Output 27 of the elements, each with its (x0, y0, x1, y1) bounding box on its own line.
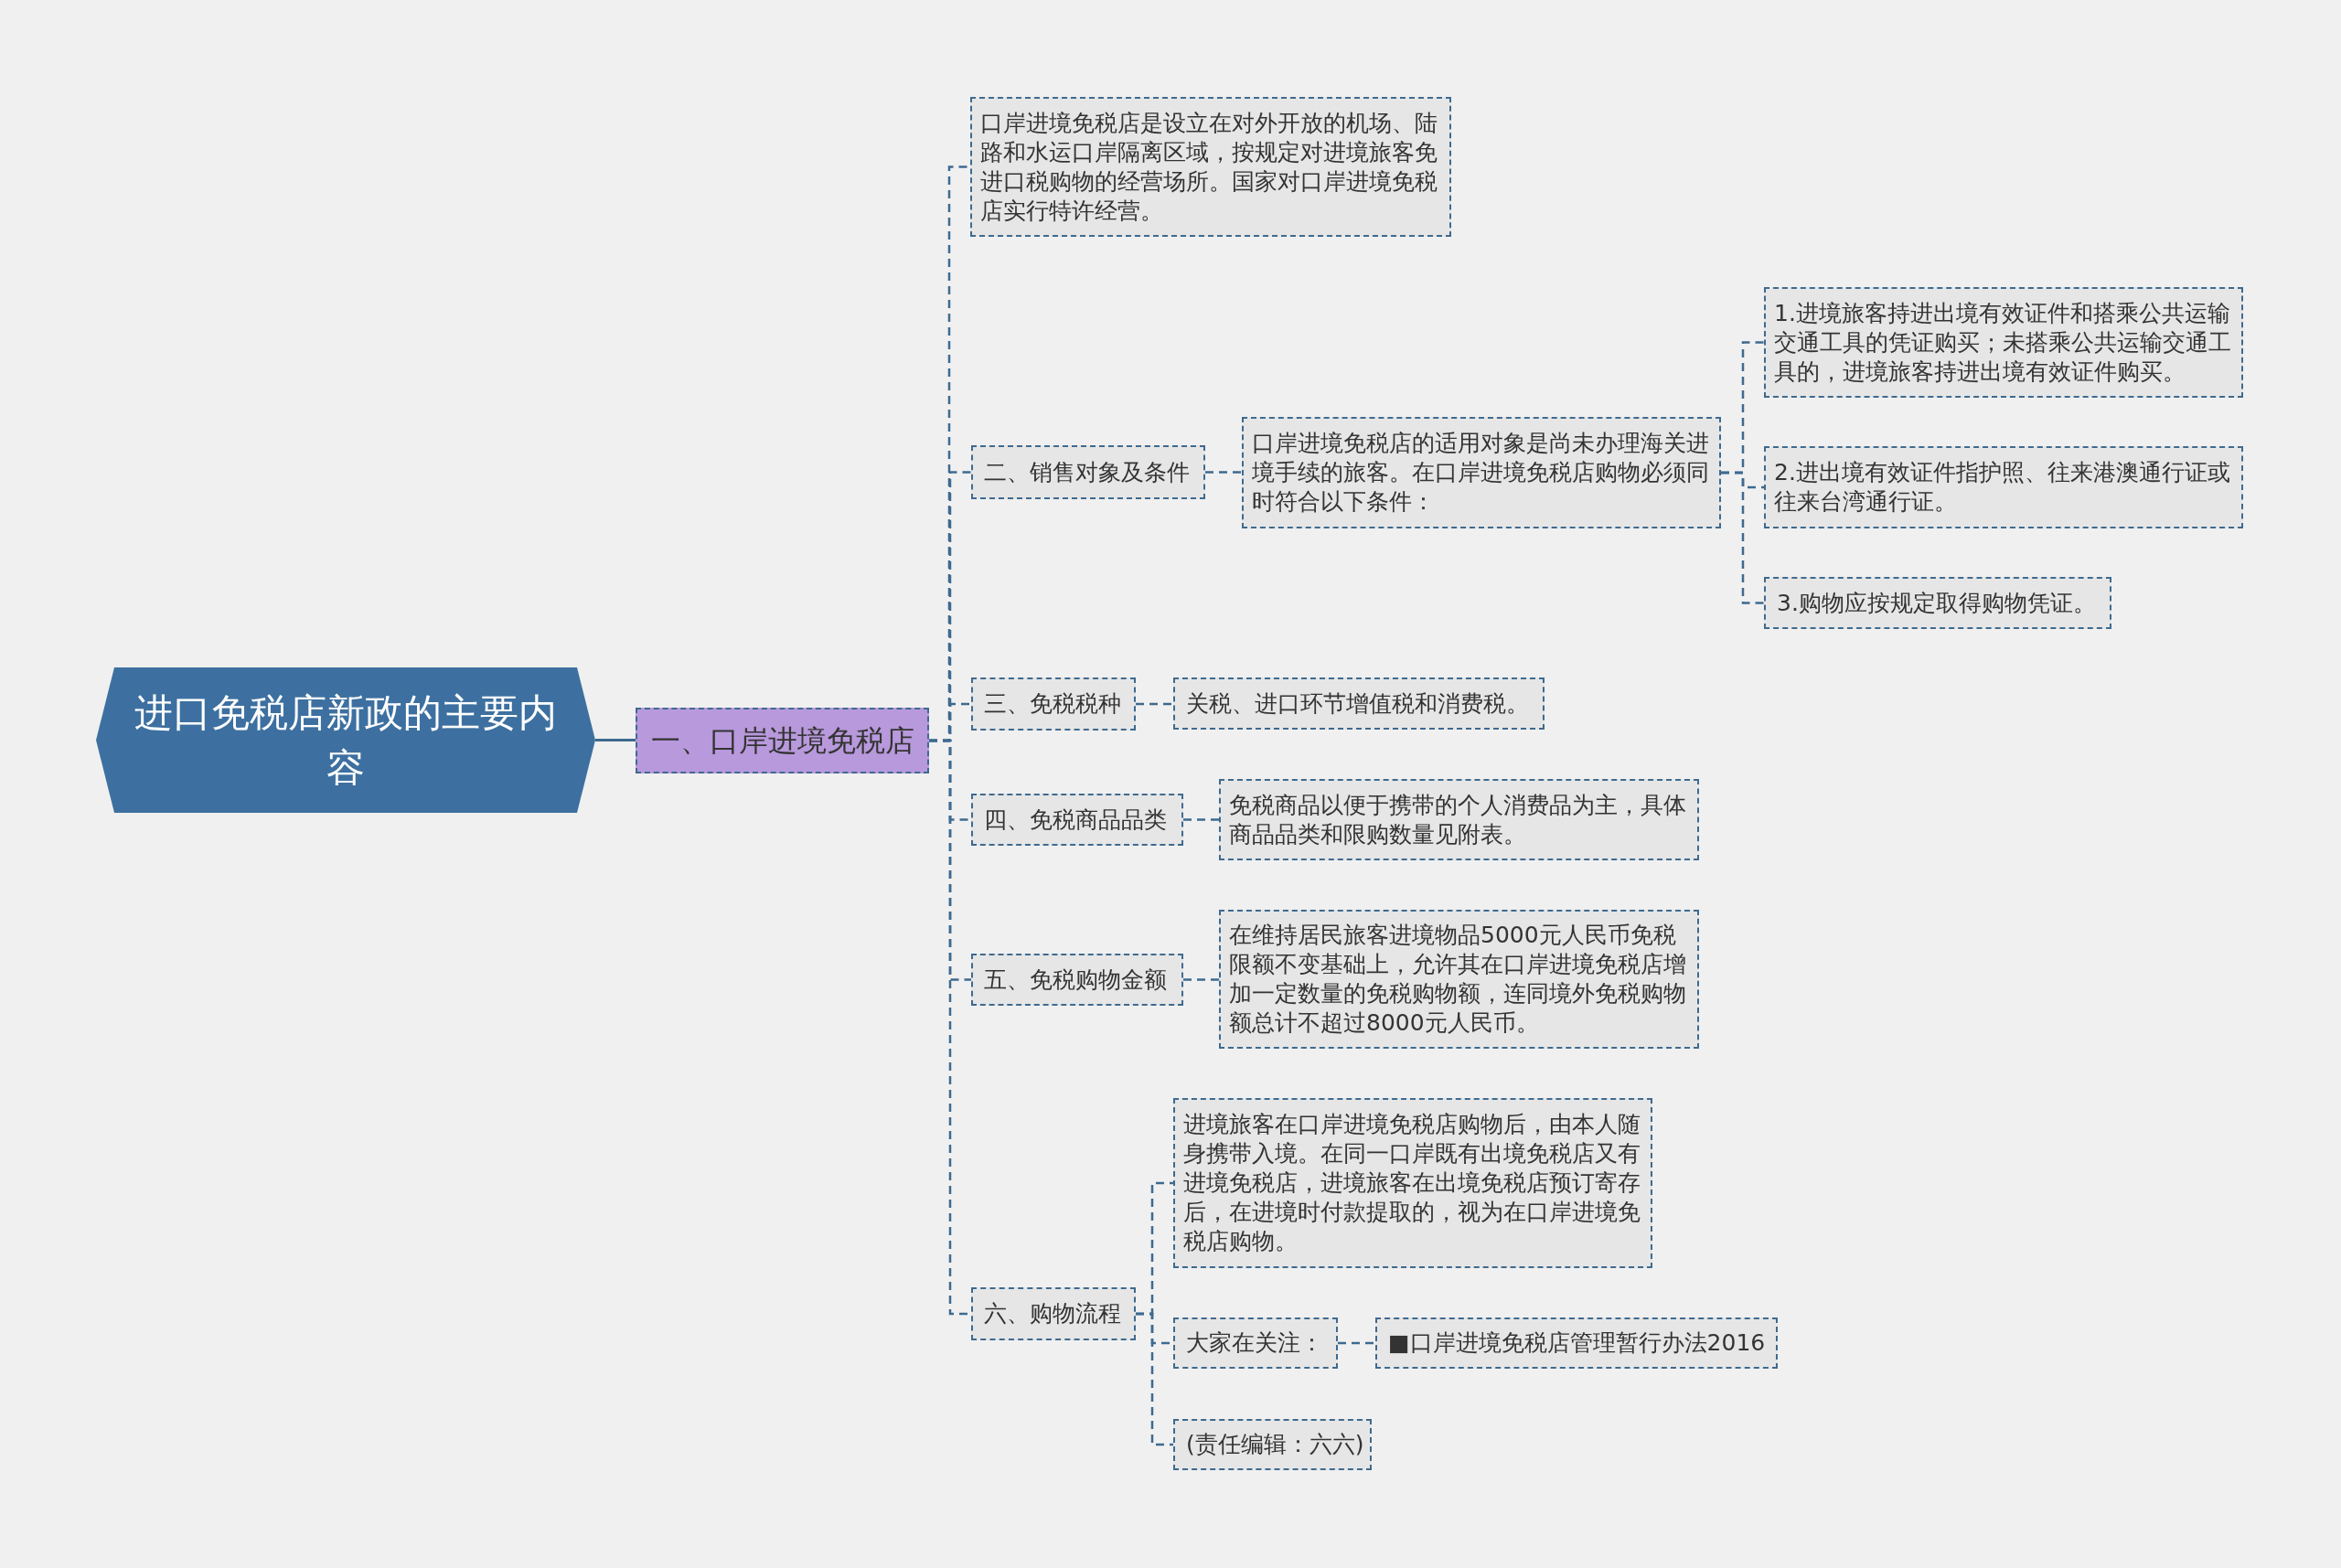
topic-box: 大家在关注： (1173, 1317, 1338, 1369)
text-box: 在维持居民旅客进境物品5000元人民币免税限额不变基础上，允许其在口岸进境免税店增加一定数量的免税购物额，连同境外免税购物额总计不超过8000元人民币。 (1219, 910, 1699, 1049)
topic-box: (责任编辑：六六) (1173, 1419, 1372, 1470)
connector-line (1136, 702, 1173, 706)
text-box: 口岸进境免税店是设立在对外开放的机场、陆路和水运口岸隔离区域，按规定对进境旅客免进口税购物的经营场所。国家对口岸进境免税店实行特许经营。 (970, 97, 1451, 237)
connector-line (595, 739, 636, 741)
topic-box: 三、免税税种 (971, 677, 1136, 731)
topic-box: 六、购物流程 (971, 1287, 1136, 1340)
topic-box: 四、免税商品品类 (971, 794, 1183, 846)
text-box: 2.进出境有效证件指护照、往来港澳通行证或往来台湾通行证。 (1764, 446, 2243, 528)
topic-box: 二、销售对象及条件 (971, 445, 1205, 499)
connector-line (1136, 1312, 1173, 1446)
text-box: 免税商品以便于携带的个人消费品为主，具体商品品类和限购数量见附表。 (1219, 779, 1699, 860)
topic-box: 关税、进口环节增值税和消费税。 (1173, 677, 1545, 730)
connector-line (1183, 978, 1219, 981)
topic-box: 五、免税购物金额 (971, 954, 1183, 1006)
central-topic: 进口免税店新政的主要内容 (96, 667, 595, 813)
subtopic-box: 一、口岸进境免税店 (636, 708, 929, 773)
connector-line (1338, 1341, 1375, 1345)
connector-line (1721, 471, 1764, 604)
topic-box: ■口岸进境免税店管理暂行办法2016 (1375, 1317, 1778, 1369)
connector-line (1205, 471, 1242, 474)
connector-line (1183, 818, 1219, 821)
topic-box: 3.购物应按规定取得购物凭证。 (1764, 577, 2111, 629)
text-box: 进境旅客在口岸进境免税店购物后，由本人随身携带入境。在同一口岸既有出境免税店又有进境免税店，进境旅客在出境免税店预订寄存后，在进境时付款提取的，视为在口岸进境免税店购物。 (1173, 1098, 1652, 1268)
text-box: 口岸进境免税店的适用对象是尚未办理海关进境手续的旅客。在口岸进境免税店购物必须同时符合以下条件： (1242, 417, 1721, 528)
text-box: 1.进境旅客持进出境有效证件和搭乘公共运输交通工具的凭证购买；未搭乘公共运输交通工具的，进境旅客持进出境有效证件购买。 (1764, 287, 2243, 398)
